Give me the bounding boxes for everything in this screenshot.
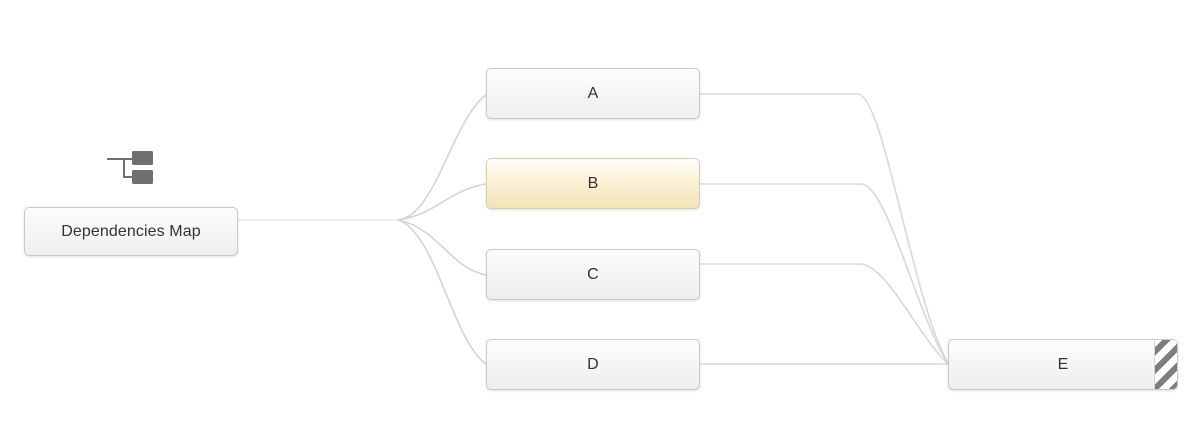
node-label: E — [1057, 355, 1069, 373]
node-d[interactable]: D — [486, 339, 700, 390]
node-c[interactable]: C — [486, 249, 700, 300]
node-label: Dependencies Map — [61, 222, 201, 240]
striped-marker-icon — [1154, 340, 1177, 389]
node-b[interactable]: B — [486, 158, 700, 209]
node-label: B — [587, 174, 599, 192]
edge-b-e — [700, 183, 949, 365]
node-e[interactable]: E — [948, 339, 1178, 390]
edge-a-e — [700, 93, 949, 364]
hierarchy-icon — [104, 148, 156, 186]
node-label: D — [587, 355, 599, 373]
node-label: A — [587, 84, 599, 102]
edge-fan-d — [397, 219, 487, 365]
node-dependencies-map[interactable]: Dependencies Map — [24, 207, 238, 256]
edge-fan-a — [397, 94, 487, 221]
node-label: C — [587, 265, 599, 283]
edge-fan-b — [397, 183, 487, 221]
edge-fan-c — [397, 219, 487, 276]
edge-c-e — [700, 263, 949, 365]
node-a[interactable]: A — [486, 68, 700, 119]
